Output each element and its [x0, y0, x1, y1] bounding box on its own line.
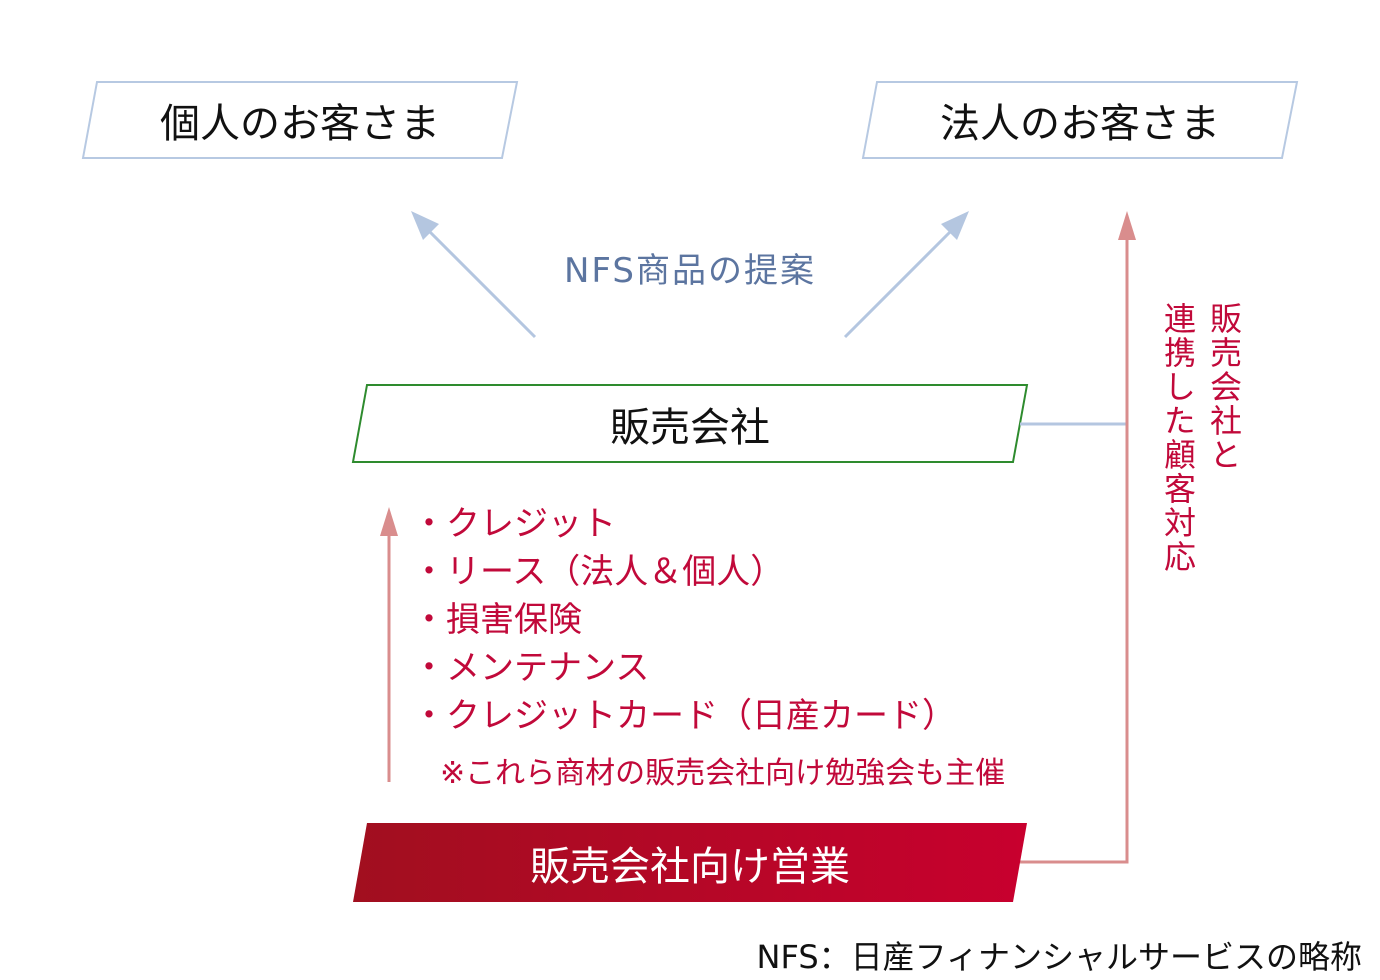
proposal-label: NFS商品の提案	[564, 250, 816, 291]
product-item-credit: ・クレジット	[412, 504, 616, 544]
dealer-collaboration-line-2: 連携した顧客対応	[1159, 302, 1197, 574]
product-list: ・クレジット ・リース（法人＆個人） ・損害保険 ・メンテナンス ・クレジットカ…	[412, 500, 956, 740]
proposal-arrow-left	[411, 211, 537, 339]
sales-to-dealer-arrow	[380, 507, 398, 782]
dealer-box	[351, 384, 1029, 463]
corporate-customer-box	[861, 81, 1299, 159]
product-item-credit-card: ・クレジットカード（日産カード）	[412, 696, 956, 736]
footnote: NFS：日産フィナンシャルサービスの略称	[756, 938, 1362, 976]
dealer-sales-label: 販売会社向け営業	[530, 843, 850, 890]
proposal-arrow-right	[843, 211, 969, 339]
dealer-collaboration-text: 販売会社と 連携した顧客対応	[1155, 302, 1247, 574]
product-item-maintenance: ・メンテナンス	[412, 648, 650, 688]
corporate-customer-label: 法人のお客さま	[940, 101, 1220, 147]
collaboration-arrow	[1020, 211, 1136, 864]
product-item-insurance: ・損害保険	[412, 600, 582, 640]
individual-customer-label: 個人のお客さま	[160, 101, 440, 147]
dealer-sales-box	[353, 823, 1027, 902]
dealer-label: 販売会社	[610, 404, 770, 451]
seminar-note: ※これら商材の販売会社向け勉強会も主催	[440, 756, 1006, 791]
product-item-lease: ・リース（法人＆個人）	[412, 552, 785, 592]
individual-customer-box	[81, 81, 519, 159]
dealer-collaboration-line-1: 販売会社と	[1205, 302, 1243, 472]
